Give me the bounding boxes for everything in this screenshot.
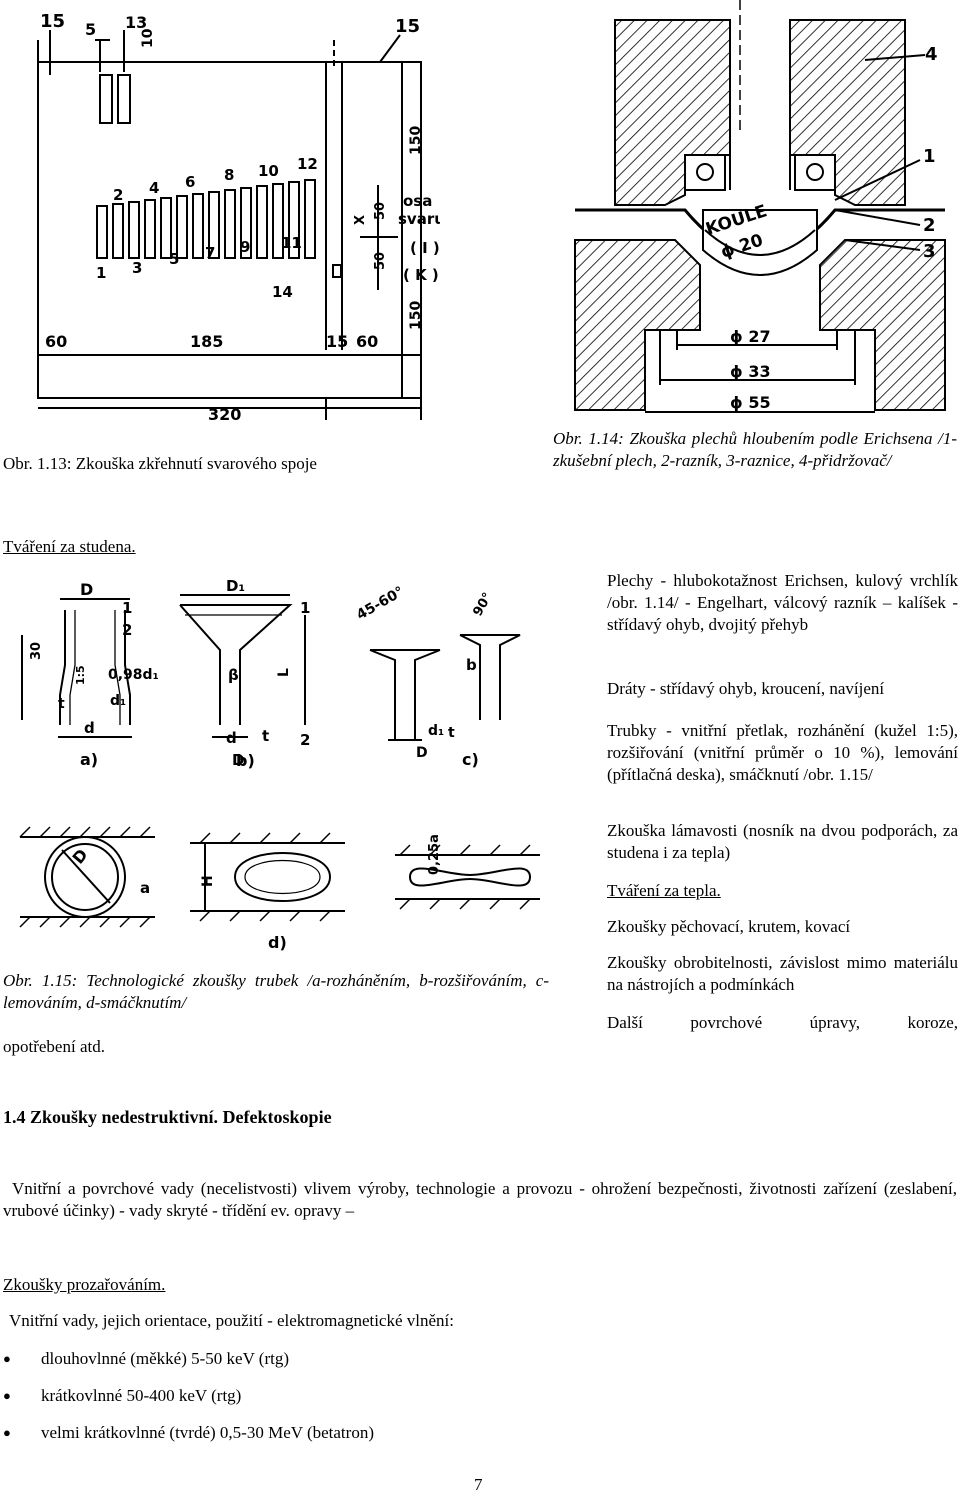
- text-hot-tests: Zkoušky pěchovací, krutem, kovací: [607, 917, 851, 936]
- label-L: L: [276, 668, 292, 677]
- erichsen-test-drawing: 4 1 2 3 KOULE ϕ 20 ϕ 27 ϕ 33 ϕ 55: [574, 0, 946, 413]
- dim-185: 185: [190, 332, 223, 351]
- label-5: 5: [85, 20, 96, 39]
- label-2: 2: [923, 215, 936, 236]
- heading-nondestructive: 1.4 Zkoušky nedestruktivní. Defektoskopi…: [3, 1107, 332, 1127]
- figure-1-13: 15 5 13 10 15 2 4 6 8 10 12 1 3 5 7 9 11…: [0, 0, 440, 430]
- dim-phi27: ϕ 27: [730, 327, 771, 346]
- label-5b: 5: [169, 250, 179, 268]
- label-4: 4: [925, 44, 938, 65]
- figure-1-14: 4 1 2 3 KOULE ϕ 20 ϕ 27 ϕ 33 ϕ 55: [565, 0, 960, 420]
- tube-tests-drawing: D 1 2 30 1:5 0,98d₁ d₁ t d a) D₁ 1 β L d…: [19, 577, 540, 952]
- label-k: ( K ): [403, 266, 439, 284]
- dim-phi33: ϕ 33: [730, 362, 771, 381]
- radiation-list: dlouhovlnné (měkké) 5-50 keV (rtg) krátk…: [3, 1348, 703, 1459]
- label-a-d: a: [140, 879, 150, 897]
- label-14: 14: [272, 283, 293, 301]
- label-15a: 15: [40, 11, 65, 32]
- label-30: 30: [29, 642, 44, 660]
- label-2: 2: [113, 186, 123, 204]
- label-13: 13: [125, 13, 147, 32]
- dim-50b: 50: [373, 252, 388, 270]
- label-taper: 1:5: [74, 665, 87, 685]
- dim-150b: 150: [408, 301, 424, 330]
- dim-60a: 60: [45, 332, 67, 351]
- paragraph-defects: Vnitřní a povrchové vady (necelistvosti)…: [3, 1179, 957, 1220]
- label-D-c: D: [416, 745, 428, 761]
- list-item: krátkovlnné 50-400 keV (rtg): [3, 1385, 703, 1422]
- text-wear: opotřebení atd.: [3, 1037, 105, 1056]
- label-098d1: 0,98d₁: [108, 667, 159, 683]
- label-1: 1: [96, 264, 106, 282]
- figure-1-14-caption: Obr. 1.14: Zkouška plechů hloubením podl…: [553, 429, 957, 470]
- label-t-b: t: [262, 727, 269, 745]
- label-D-b: D: [232, 751, 244, 769]
- label-b-c: b: [466, 656, 477, 674]
- figure-1-15: D 1 2 30 1:5 0,98d₁ d₁ t d a) D₁ 1 β L d…: [0, 575, 560, 960]
- label-9: 9: [240, 238, 250, 256]
- figure-1-15-caption: Obr. 1.15: Technologické zkoušky trubek …: [3, 971, 549, 1012]
- label-H: H: [200, 875, 216, 887]
- label-c: c): [462, 750, 479, 769]
- section-heading-cold-forming: Tváření za studena.: [3, 537, 136, 556]
- label-D: D: [80, 580, 93, 599]
- list-item: velmi krátkovlnné (tvrdé) 0,5-30 MeV (be…: [3, 1422, 703, 1459]
- label-d1-a: d₁: [110, 693, 126, 709]
- label-025a: 0,25a: [427, 834, 442, 875]
- label-beta: β: [228, 666, 239, 684]
- list-item: dlouhovlnné (měkké) 5-50 keV (rtg): [3, 1348, 703, 1385]
- dim-x: X: [353, 215, 368, 225]
- label-t-c: t: [448, 725, 455, 741]
- label-d1-c: d₁: [428, 723, 444, 739]
- page-number: 7: [474, 1475, 483, 1494]
- label-8: 8: [224, 166, 234, 184]
- label-11: 11: [281, 234, 302, 252]
- label-d-b: d: [226, 729, 237, 747]
- label-D-d: D: [69, 845, 92, 867]
- label-a: a): [80, 750, 98, 769]
- label-1-a: 1: [122, 599, 132, 617]
- label-15b: 15: [395, 16, 420, 37]
- text-bend-test: Zkouška lámavosti (nosník na dvou podpor…: [607, 821, 958, 862]
- label-D1: D₁: [226, 577, 245, 595]
- label-d-a: d: [84, 719, 95, 737]
- figure-1-13-caption: Obr. 1.13: Zkouška zkřehnutí svarového s…: [3, 454, 317, 473]
- label-90: 90°: [470, 590, 495, 619]
- label-3: 3: [132, 259, 142, 277]
- dim-phi55: ϕ 55: [730, 393, 771, 412]
- weld-brittleness-drawing: 15 5 13 10 15 2 4 6 8 10 12 1 3 5 7 9 11…: [37, 11, 440, 424]
- label-t-a: t: [58, 696, 65, 712]
- subheading-hot-forming: Tváření za tepla.: [607, 881, 721, 900]
- dim-50a: 50: [373, 202, 388, 220]
- dim-15: 15: [326, 332, 348, 351]
- label-2-b: 2: [300, 731, 310, 749]
- label-d: d): [268, 933, 287, 952]
- text-sheet-tests: Plechy - hlubokotažnost Erichsen, kulový…: [607, 571, 958, 634]
- text-intro-radiation: Vnitřní vady, jejich orientace, použití …: [9, 1311, 454, 1330]
- text-machinability: Zkoušky obrobitelnosti, závislost mimo m…: [607, 953, 958, 994]
- label-angle: 45-60°: [354, 584, 407, 624]
- label-3: 3: [923, 241, 936, 262]
- dim-150a: 150: [408, 126, 424, 155]
- label-1-b: 1: [300, 599, 310, 617]
- label-10: 10: [140, 28, 156, 48]
- dim-60b: 60: [356, 332, 378, 351]
- label-4: 4: [149, 179, 159, 197]
- text-tube-tests: Trubky - vnitřní přetlak, rozhánění (kuž…: [607, 721, 958, 784]
- label-osa: osa: [403, 192, 432, 210]
- subheading-radiography: Zkoušky prozařováním.: [3, 1275, 166, 1294]
- label-12: 12: [297, 155, 318, 173]
- label-7: 7: [205, 244, 215, 262]
- label-b: b): [236, 751, 255, 770]
- text-wire-tests: Dráty - střídavý ohyb, kroucení, navíjen…: [607, 679, 885, 698]
- label-svaru: svaru: [398, 210, 440, 228]
- label-10b: 10: [258, 162, 279, 180]
- label-2-a: 2: [122, 621, 132, 639]
- text-surface: Další povrchové úpravy, koroze,: [607, 1013, 958, 1032]
- label-6: 6: [185, 173, 195, 191]
- label-i: ( I ): [410, 239, 440, 257]
- dim-320: 320: [208, 405, 241, 424]
- label-1: 1: [923, 146, 936, 167]
